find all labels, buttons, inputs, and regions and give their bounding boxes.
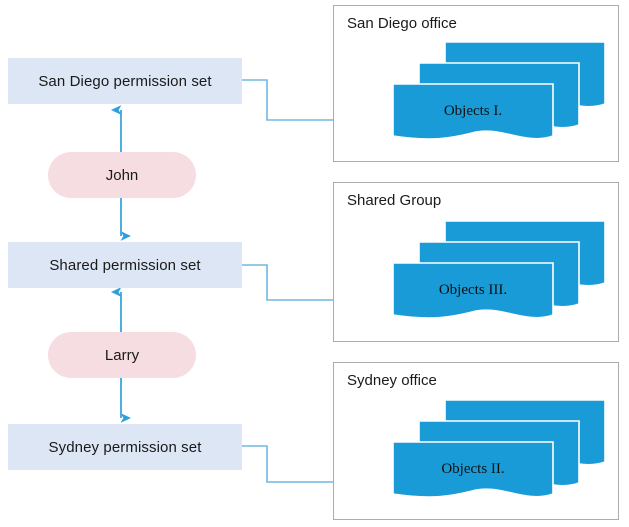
group-title: San Diego office (347, 15, 457, 32)
permission-set-label: Sydney permission set (48, 438, 202, 456)
person-larry[interactable]: Larry (48, 332, 196, 378)
permission-set-shared[interactable]: Shared permission set (8, 242, 242, 288)
group-title: Sydney office (347, 372, 437, 389)
group-title: Shared Group (347, 192, 442, 209)
connector-san-diego-to-office (242, 79, 397, 124)
permission-set-label: San Diego permission set (38, 72, 212, 90)
person-john[interactable]: John (48, 152, 196, 198)
permission-set-san-diego[interactable]: San Diego permission set (8, 58, 242, 104)
permission-set-sydney[interactable]: Sydney permission set (8, 424, 242, 470)
group-panel-san-diego-office: San Diego office Objects I. (333, 5, 619, 162)
objects-label: Objects I. (443, 103, 503, 119)
objects-label: Objects III. (438, 282, 508, 298)
document-icon-front (392, 262, 554, 319)
document-stack: Objects II. (392, 399, 607, 504)
document-icon-front (392, 441, 554, 498)
document-icon-front (392, 83, 554, 140)
document-stack: Objects III. (392, 220, 607, 325)
permission-set-label: Shared permission set (49, 256, 201, 274)
connector-shared-to-group (242, 264, 397, 304)
person-label: Larry (104, 346, 140, 364)
objects-label: Objects II. (441, 461, 505, 477)
group-panel-shared-group: Shared Group Objects III. (333, 182, 619, 342)
group-panel-sydney-office: Sydney office Objects II. (333, 362, 619, 520)
person-label: John (105, 166, 139, 184)
connector-sydney-to-office (242, 445, 397, 486)
document-stack: Objects I. (392, 41, 607, 146)
